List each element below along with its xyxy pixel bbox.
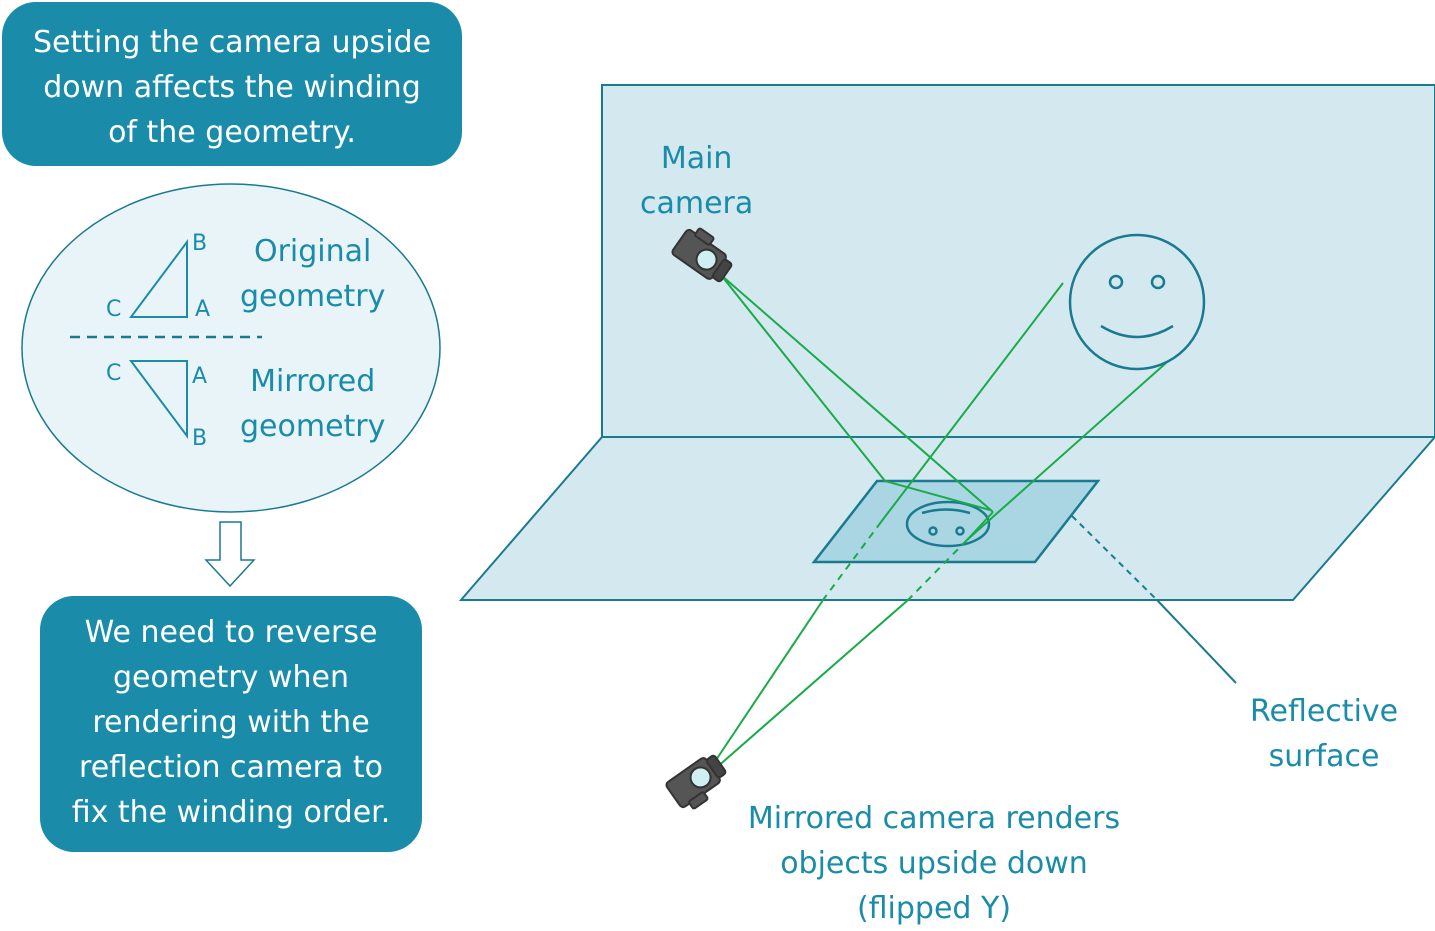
hidden-rays <box>822 521 968 601</box>
smiley-face <box>1068 233 1206 371</box>
mirrored-camera-rays <box>715 599 909 769</box>
original-vertex-b: B <box>192 231 208 256</box>
original-geometry-label: Original geometry <box>240 234 386 314</box>
mirrored-geometry-label: Mirrored geometry <box>240 364 386 444</box>
bottom-callout-line: reflection camera to <box>79 750 383 785</box>
mirrored-triangle <box>129 360 188 440</box>
original-triangle <box>129 238 188 318</box>
reflective-surface-label: Reflective surface <box>1250 694 1399 774</box>
bottom-callout-line: rendering with the <box>92 705 370 740</box>
face-rays <box>880 282 1176 541</box>
mirrored-camera-icon <box>665 754 727 810</box>
surface-leader <box>1156 599 1237 684</box>
top-callout: Setting the camera upside down affects t… <box>2 2 462 166</box>
main-camera-rays <box>720 274 994 513</box>
reflected-rays <box>884 480 994 541</box>
surface-leader-dashed <box>1071 515 1158 601</box>
mirrored-camera-label: Mirrored camera renders objects upside d… <box>747 801 1121 926</box>
bottom-callout-line: geometry when <box>113 660 349 695</box>
main-camera-label: Main camera <box>640 141 754 221</box>
mirrored-vertex-c: C <box>106 361 122 386</box>
reflective-surface <box>811 479 1101 564</box>
bottom-callout: We need to reverse geometry when renderi… <box>40 596 422 852</box>
top-callout-line: Setting the camera upside <box>32 25 432 60</box>
main-camera-icon <box>671 227 733 283</box>
top-callout-line: of the geometry. <box>108 115 356 150</box>
reflected-face <box>905 500 991 548</box>
top-callout-line: down affects the winding <box>43 70 421 105</box>
bottom-callout-line: fix the winding order. <box>71 795 391 830</box>
bottom-callout-line: We need to reverse <box>84 615 378 650</box>
mirrored-vertex-b: B <box>192 426 208 451</box>
original-vertex-c: C <box>106 297 122 322</box>
down-arrow-icon <box>204 521 256 588</box>
wall-plane <box>601 84 1435 438</box>
mirrored-vertex-a: A <box>192 364 208 389</box>
winding-ellipse <box>21 183 441 513</box>
original-vertex-a: A <box>195 297 211 322</box>
